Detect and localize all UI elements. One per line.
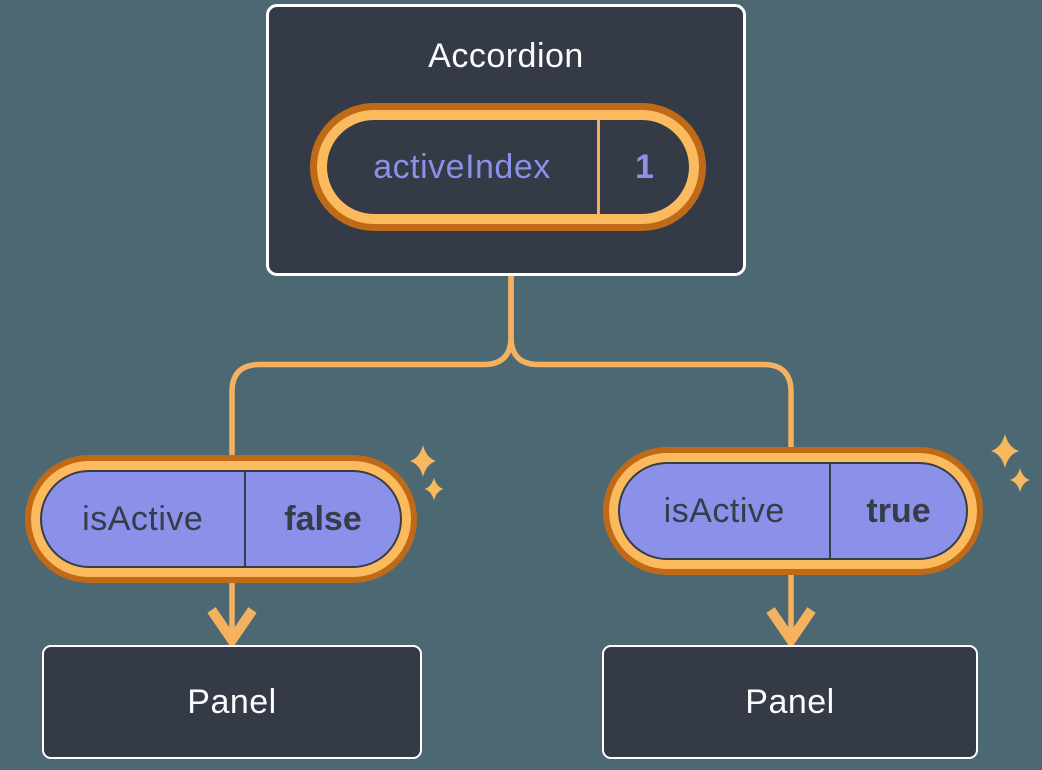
pill-value: true [866, 491, 931, 530]
pill-core: isActive true [618, 462, 968, 560]
accordion-title: Accordion [428, 37, 584, 75]
prop-pill-isactive-true: isActive true [603, 447, 983, 575]
pill-core: isActive false [40, 470, 402, 568]
sparkle-icon [424, 477, 444, 501]
panel-title: Panel [745, 682, 835, 721]
panel-title: Panel [187, 682, 277, 721]
sparkle-icon [1010, 468, 1030, 492]
pill-divider [828, 464, 831, 558]
pill-key-label: activeIndex [373, 147, 551, 186]
prop-pill-isactive-false: isActive false [25, 455, 417, 583]
pill-core: activeIndex 1 [327, 120, 689, 214]
pill-inner-ring: isActive true [609, 453, 977, 569]
pill-value: 1 [635, 147, 654, 186]
arrow-down-icon [766, 607, 816, 649]
pill-divider [597, 120, 600, 214]
panel-card-left: Panel [42, 645, 422, 759]
state-pill-activeindex: activeIndex 1 [310, 103, 706, 231]
pill-key-label: isActive [663, 491, 785, 530]
pill-inner-ring: activeIndex 1 [317, 110, 699, 224]
pill-key-label: isActive [82, 499, 204, 538]
pill-inner-ring: isActive false [31, 461, 411, 577]
arrow-down-icon [207, 607, 257, 649]
pill-value: false [284, 499, 362, 538]
sparkle-icon [991, 434, 1019, 468]
sparkle-icon [410, 445, 436, 477]
panel-card-right: Panel [602, 645, 978, 759]
